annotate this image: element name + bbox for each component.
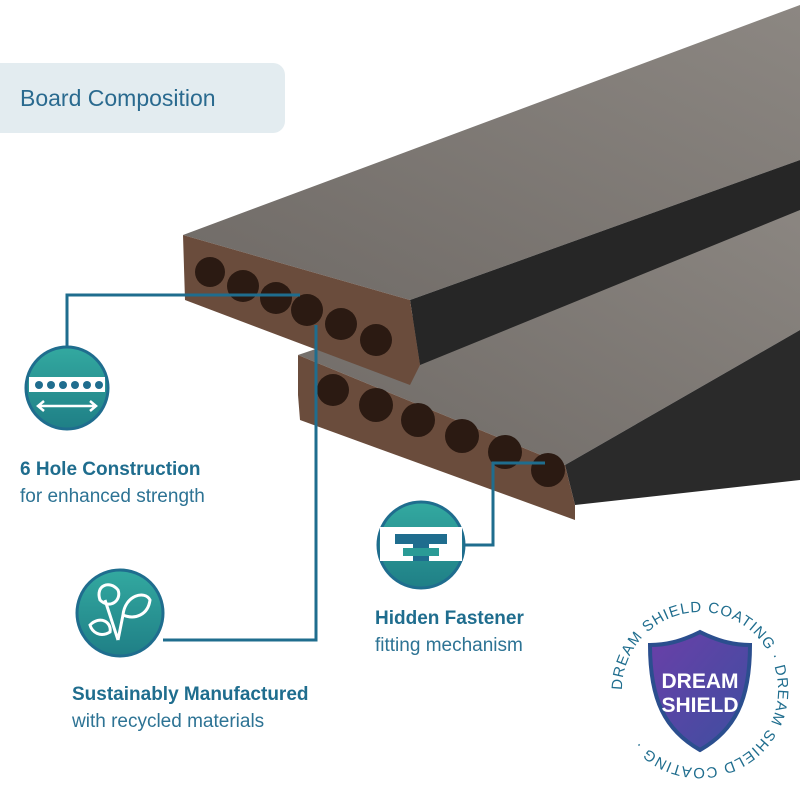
connector-lines: [65, 293, 545, 642]
feature-sustainable: Sustainably Manufactured with recycled m…: [72, 681, 309, 735]
section-title-text: Board Composition: [20, 84, 216, 111]
six-hole-board-icon: [24, 345, 110, 431]
feature-subtitle: for enhanced strength: [20, 486, 205, 507]
shield-icon: [647, 629, 753, 753]
badge-line2: SHIELD: [661, 694, 738, 717]
feature-subtitle: with recycled materials: [72, 711, 265, 732]
upper-board: [183, 5, 800, 385]
badge-line1: DREAM: [662, 670, 739, 693]
leaves-icon: [75, 568, 165, 658]
feature-subtitle: fitting mechanism: [375, 635, 523, 656]
dream-shield-badge: DREAM SHIELD COATING · DREAM SHIELD COAT…: [610, 600, 790, 780]
feature-title: Hidden Fastener: [375, 608, 524, 629]
section-title: Board Composition: [0, 63, 285, 133]
feature-six-hole: 6 Hole Construction for enhanced strengt…: [20, 456, 205, 510]
fastener-clip-icon: [376, 500, 466, 590]
feature-hidden-fastener: Hidden Fastener fitting mechanism: [375, 605, 524, 659]
feature-title: 6 Hole Construction: [20, 459, 201, 480]
feature-title: Sustainably Manufactured: [72, 684, 309, 705]
